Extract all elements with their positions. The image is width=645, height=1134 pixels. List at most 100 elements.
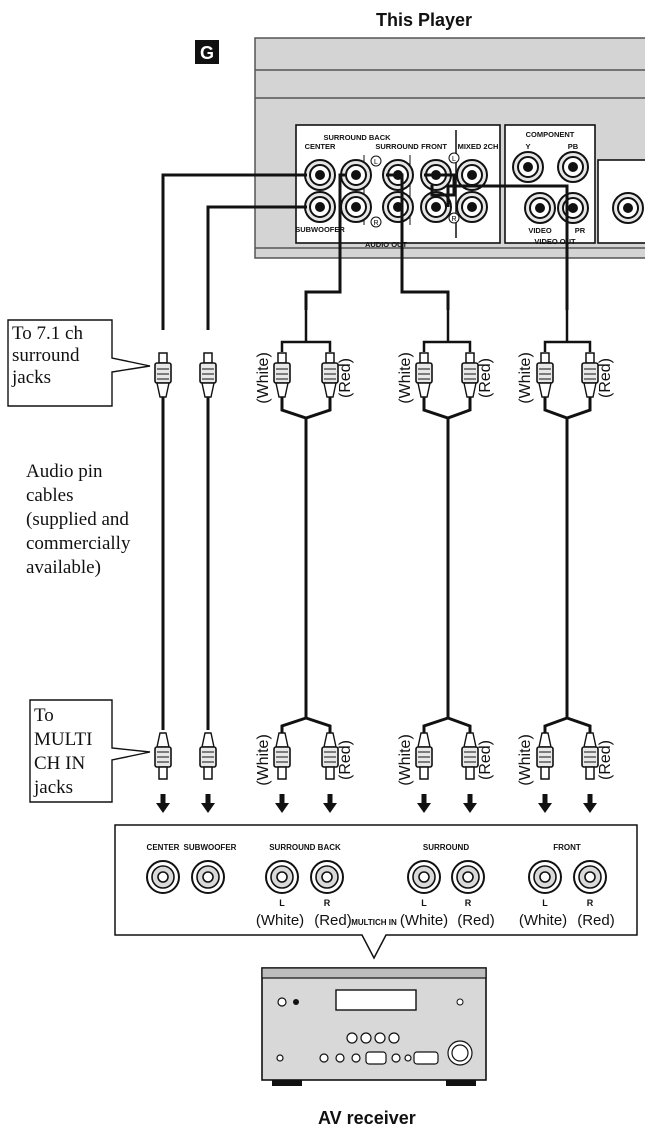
receiver-f-l: L <box>542 898 548 908</box>
label-white-bottom-2: (White) <box>397 734 414 786</box>
multich-jacks-callout-text: To MULTI CH IN jacks <box>34 704 92 800</box>
surround-back-r-arrow <box>323 794 337 813</box>
surround-r-jack <box>382 191 414 223</box>
center-plug-bottom <box>154 732 172 780</box>
receiver-subwoofer-jack <box>191 860 225 894</box>
receiver-front-l-jack <box>528 860 562 894</box>
label-audio-out: AUDIO OUT <box>365 240 408 249</box>
receiver-label-center: CENTER <box>147 843 180 852</box>
receiver-jack-labels: CENTER SUBWOOFER SURROUND BACK SURROUND … <box>147 843 581 927</box>
cables-line: cables <box>26 485 74 506</box>
player-title: This Player <box>376 10 473 30</box>
lr-markers: L R L R <box>370 152 460 228</box>
top-forks <box>280 310 592 352</box>
receiver-sb-white: (White) <box>256 912 304 929</box>
av-receiver-illustration <box>261 967 487 1086</box>
receiver-s-l: L <box>421 898 427 908</box>
down-arrows <box>156 794 597 813</box>
label-pr: PR <box>575 226 586 235</box>
label-white-top-2: (White) <box>397 352 414 404</box>
label-component: COMPONENT <box>526 130 575 139</box>
receiver-f-white: (White) <box>519 912 567 929</box>
callout-line: jacks <box>12 367 52 388</box>
receiver-label-surround-back: SURROUND BACK <box>269 843 341 852</box>
receiver-s-white: (White) <box>400 912 448 929</box>
surround-jacks-callout-text: To 7.1 ch surround jacks <box>12 323 83 389</box>
surround-back-red-plug-top <box>321 352 339 398</box>
label-red-bottom-2: (Red) <box>477 740 494 780</box>
callout-line: To <box>34 705 54 726</box>
receiver-f-r: R <box>587 898 594 908</box>
receiver-surround-back-l-jack <box>265 860 299 894</box>
cables-line: Audio pin <box>26 461 103 482</box>
label-white-bottom-1: (White) <box>255 734 272 786</box>
extra-jack <box>612 192 644 224</box>
plug-color-labels: (White) (Red) (White) (Red) (White) (Red… <box>255 352 614 786</box>
callout-line: CH IN <box>34 753 86 774</box>
callout-line: MULTI <box>34 729 93 750</box>
surround-jacks-callout <box>7 319 151 407</box>
mixed-2ch-r-jack <box>456 191 488 223</box>
surround-back-red-plug-bottom <box>321 732 339 780</box>
label-white-bottom-3: (White) <box>517 734 534 786</box>
receiver-label-multich-in: MULTICH IN <box>351 918 397 927</box>
cables-label: Audio pin cables (supplied and commercia… <box>26 460 130 580</box>
receiver-panel <box>114 824 638 960</box>
receiver-title: AV receiver <box>318 1108 416 1128</box>
receiver-surround-r-jack <box>451 860 485 894</box>
surround-r-arrow <box>463 794 477 813</box>
receiver-sb-red: (Red) <box>314 912 352 929</box>
surround-red-plug-top <box>461 352 479 398</box>
label-red-top-2: (Red) <box>477 358 494 398</box>
player-panel-labels: CENTER SURROUND BACK SURROUND FRONT MIXE… <box>295 130 586 249</box>
receiver-sb-l: L <box>279 898 285 908</box>
center-jack <box>304 159 336 191</box>
cables-line: available) <box>26 557 101 578</box>
surround-back-white-plug-top <box>273 352 291 398</box>
front-l-arrow <box>538 794 552 813</box>
front-white-plug-bottom <box>536 732 554 780</box>
label-pb: PB <box>568 142 579 151</box>
front-r-arrow <box>583 794 597 813</box>
surround-back-white-plug-bottom <box>273 732 291 780</box>
center-plug-top <box>154 352 172 398</box>
label-mixed-2ch: MIXED 2CH <box>458 142 499 151</box>
callout-line: To 7.1 ch <box>12 323 83 344</box>
center-arrow <box>156 794 170 813</box>
cables-line: commercially <box>26 533 131 554</box>
front-red-plug-bottom <box>581 732 599 780</box>
label-video: VIDEO <box>528 226 552 235</box>
multich-jacks-callout <box>29 699 151 803</box>
callout-boxes <box>7 319 151 803</box>
surround-back-l-arrow <box>275 794 289 813</box>
label-front: FRONT <box>421 142 447 151</box>
subwoofer-jack <box>304 191 336 223</box>
component-pb-jack <box>557 151 589 183</box>
svg-text:G: G <box>200 43 214 63</box>
long-cables <box>161 397 592 735</box>
label-white-top-1: (White) <box>255 352 272 404</box>
surround-l-arrow <box>417 794 431 813</box>
label-white-top-3: (White) <box>517 352 534 404</box>
subwoofer-arrow <box>201 794 215 813</box>
cables-line: (supplied and <box>26 509 129 530</box>
label-subwoofer: SUBWOOFER <box>295 225 345 234</box>
label-center: CENTER <box>305 142 336 151</box>
surround-back-l-jack <box>340 159 372 191</box>
subwoofer-plug-bottom <box>199 732 217 780</box>
callout-line: jacks <box>34 777 74 798</box>
player-cables <box>161 173 569 330</box>
receiver-surround-l-jack <box>407 860 441 894</box>
receiver-center-jack <box>146 860 180 894</box>
surround-white-plug-bottom <box>415 732 433 780</box>
component-y-jack <box>512 151 544 183</box>
video-jack <box>524 192 556 224</box>
receiver-label-subwoofer: SUBWOOFER <box>184 843 237 852</box>
label-video-out: VIDEO OUT <box>534 237 576 246</box>
component-pr-jack <box>557 192 589 224</box>
front-right-mark: R <box>451 216 456 223</box>
receiver-lr-labels: L R L R L R <box>279 898 594 908</box>
receiver-f-red: (Red) <box>577 912 615 929</box>
